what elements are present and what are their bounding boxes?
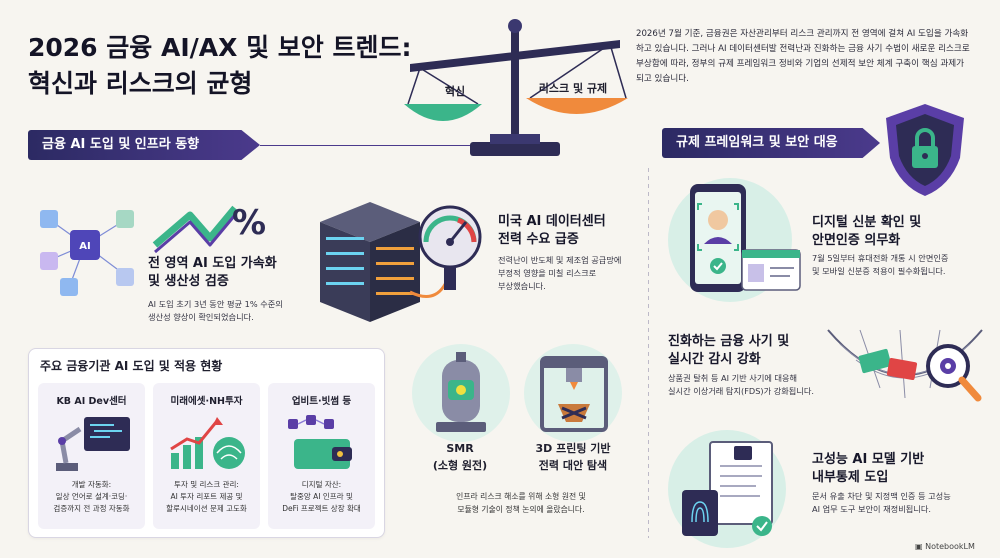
alt-power-body: 인프라 리스크 해소를 위해 소형 원전 및 모듈형 기술이 정책 논의에 올랐…: [456, 492, 586, 514]
3d-printing-label: 3D 프린팅 기반 전력 대안 탐색: [535, 442, 611, 472]
institution-kb: KB AI Dev센터 개발 자동화: 일상 언어로 설계·코딩· 검증까지 전…: [38, 383, 145, 529]
shield-lock-icon: [886, 104, 964, 196]
intro-paragraph: 2026년 7월 기준, 금융권은 자산관리부터 리스크 관리까지 전 영역에 …: [636, 29, 970, 84]
fraud-heading: 진화하는 금융 사기 및 실시간 감시 강화: [668, 334, 790, 367]
column-divider: [648, 168, 649, 538]
smr-reactor-icon: [436, 352, 486, 432]
robot-arm-code-icon: [56, 417, 130, 471]
identity-heading: 디지털 신분 확인 및 안면인증 의무화: [812, 215, 922, 248]
model-control-body: 문서 유출 차단 및 지정맥 인증 등 고성능 AI 업무 도구 보안이 재정비…: [812, 491, 951, 514]
page-title: 2026 금융 AI/AX 및 보안 트렌드: 혁신과 리스크의 균형: [28, 33, 412, 98]
footer-brand: ▣ NotebookLM: [915, 542, 975, 551]
secure-document-fingerprint-icon: [682, 441, 773, 536]
ai-adoption-body: AI 도입 초기 3년 동안 평균 1% 수준의 생산성 향상이 확인되었습니다…: [148, 299, 283, 322]
bar-chart-brain-icon: [170, 417, 245, 469]
institution-desc: 개발 자동화: 일상 언어로 설계·코딩· 검증까지 전 과정 자동화: [53, 480, 130, 513]
scale-label-risk: 리스크 및 규제: [538, 82, 608, 95]
datacenter-server-illustration: [320, 202, 482, 322]
crypto-wallet-icon: [288, 415, 352, 469]
scale-label-innovation: 혁신: [444, 85, 466, 98]
phone-face-auth-icon: [690, 184, 801, 292]
brand-name: NotebookLM: [925, 542, 975, 551]
institution-desc: 투자 및 리스크 관리: AI 투자 리포트 제공 및 할루시네이션 문제 고도…: [166, 480, 247, 513]
smr-label: SMR (소형 원전): [432, 442, 488, 472]
datacenter-body: 전력난이 반도체 및 제조업 공급망에 부정적 영향을 미칠 리스크로 부상했습…: [498, 255, 622, 291]
institution-name: 미래에셋·NH투자: [170, 396, 243, 407]
institution-desc: 디지털 자산: 탈중앙 AI 인프라 및 DeFi 프로젝트 상장 확대: [282, 480, 361, 513]
institutions-title: 주요 금융기관 AI 도입 및 적용 현황: [40, 359, 223, 373]
institution-name: KB AI Dev센터: [56, 396, 127, 407]
section-banner-regulation: 규제 프레임워크 및 보안 대응: [662, 128, 880, 158]
institution-upbit-bithumb: 업비트·빗썸 등 디지털 자산: 탈중앙 AI 인프라 및 DeFi 프로젝트 …: [268, 383, 375, 529]
section-banner-ai-infra: 금융 AI 도입 및 인프라 동향: [28, 130, 260, 160]
banner-divider-line: [260, 145, 470, 146]
ai-adoption-heading: 전 영역 AI 도입 가속화 및 생산성 검증: [148, 256, 277, 289]
model-control-heading: 고성능 AI 모델 기반 내부통제 도입: [812, 452, 925, 485]
ai-network-growth-illustration: AI: [40, 205, 238, 296]
fraud-net-magnifier-icon: [827, 329, 983, 402]
institution-mirae-nh: 미래에셋·NH투자 투자 및 리스크 관리: AI 투자 리포트 제공 및 할루…: [153, 383, 260, 529]
3d-printer-icon: [540, 356, 608, 432]
balance-scale-illustration: [404, 19, 628, 156]
institution-name: 업비트·빗썸 등: [291, 396, 352, 407]
svg-text:AI: AI: [79, 241, 90, 252]
identity-body: 7월 5일부터 휴대전화 개통 시 안면인증 및 모바일 신분증 적용이 필수화…: [812, 253, 949, 276]
datacenter-heading: 미국 AI 데이터센터 전력 수요 급증: [498, 214, 606, 247]
percent-icon: %: [232, 203, 267, 243]
brand-logo-icon: ▣: [915, 542, 926, 551]
fraud-body: 상품권 탈취 등 AI 기반 사기에 대응해 실시간 이상거래 탐지(FDS)가…: [668, 373, 814, 396]
